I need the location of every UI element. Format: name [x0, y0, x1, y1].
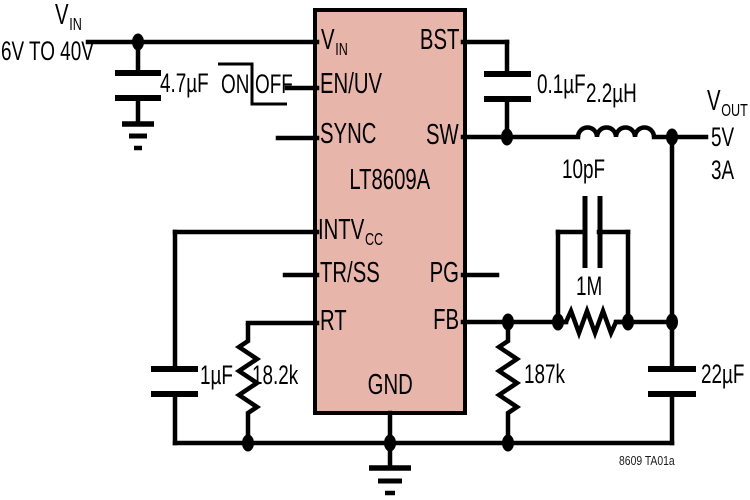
fb-top-res-value: 1M — [576, 271, 603, 301]
off-label: OFF — [255, 69, 293, 99]
pin-intvcc-sub: CC — [364, 229, 384, 250]
capacitor-plates — [115, 70, 696, 397]
pin-vin-main: V — [321, 24, 335, 56]
pin-label-rt: RT — [320, 305, 347, 337]
pin-label-bst: BST — [419, 24, 459, 56]
chip-ground-symbol — [369, 465, 411, 496]
vout-current: 3A — [711, 155, 735, 185]
pin-label-fb: FB — [433, 304, 459, 336]
output-cap-value: 22µF — [701, 359, 745, 389]
feedback-bottom-resistor — [494, 322, 522, 443]
pin-label-pg: PG — [429, 257, 459, 289]
pin-label-trss: TR/SS — [320, 257, 380, 289]
enable-step-symbol — [218, 62, 287, 106]
pin-vin-sub: IN — [335, 39, 348, 60]
vout-main: V — [707, 85, 721, 117]
vin-source-sub: IN — [69, 14, 82, 35]
junction-dot — [666, 313, 678, 331]
ic-body-lt8609a — [313, 8, 467, 415]
on-off-step-line — [218, 62, 287, 106]
fb-bottom-res-value: 187k — [524, 359, 565, 389]
vout-voltage: 5V — [711, 122, 735, 152]
junction-dot — [552, 313, 564, 331]
vin-source-main: V — [55, 0, 69, 31]
ff-cap-value: 10pF — [562, 154, 606, 184]
pin-label-gnd: GND — [317, 371, 463, 400]
vin-source-label: VIN — [55, 0, 82, 34]
junction-dot — [502, 434, 514, 452]
boost-cap-value: 0.1µF — [537, 69, 586, 99]
pin-label-vin: VIN — [321, 24, 348, 59]
junction-dot — [666, 128, 678, 146]
pin-intvcc-main: INTV — [318, 214, 365, 246]
intvcc-cap-value: 1µF — [200, 360, 233, 390]
junction-dot — [384, 434, 396, 452]
vin-range-label: 6V TO 40V — [1, 36, 94, 66]
input-cap-value: 4.7µF — [160, 68, 209, 98]
vout-sub: OUT — [721, 100, 748, 121]
ic-part-text: LT8609A — [349, 164, 431, 196]
junction-dot — [502, 313, 514, 331]
inductor-symbol — [575, 125, 657, 138]
pin-label-sync: SYNC — [320, 118, 377, 150]
resistors — [234, 304, 628, 443]
junction-dot — [132, 33, 144, 51]
pin-label-sw: SW — [426, 119, 459, 151]
vout-label: VOUT — [707, 85, 748, 120]
rt-res-value: 18.2k — [252, 360, 299, 390]
on-label: ON — [221, 69, 250, 99]
pin-label-intvcc: INTVCC — [318, 214, 383, 249]
junction-dot — [622, 313, 634, 331]
pin-gnd-text: GND — [367, 369, 413, 401]
junction-dots — [132, 33, 678, 452]
junction-dot — [501, 128, 513, 146]
pin-label-enuv: EN/UV — [320, 68, 383, 100]
ic-part-number: LT8609A — [317, 166, 463, 195]
figure-reference: 8609 TA01a — [619, 453, 675, 468]
wires — [85, 39, 709, 468]
junction-dot — [242, 434, 254, 452]
feedback-top-resistor — [558, 304, 628, 340]
inductor-value: 2.2µH — [586, 78, 637, 108]
rt-resistor — [234, 323, 262, 443]
input-ground-symbol — [122, 121, 154, 151]
